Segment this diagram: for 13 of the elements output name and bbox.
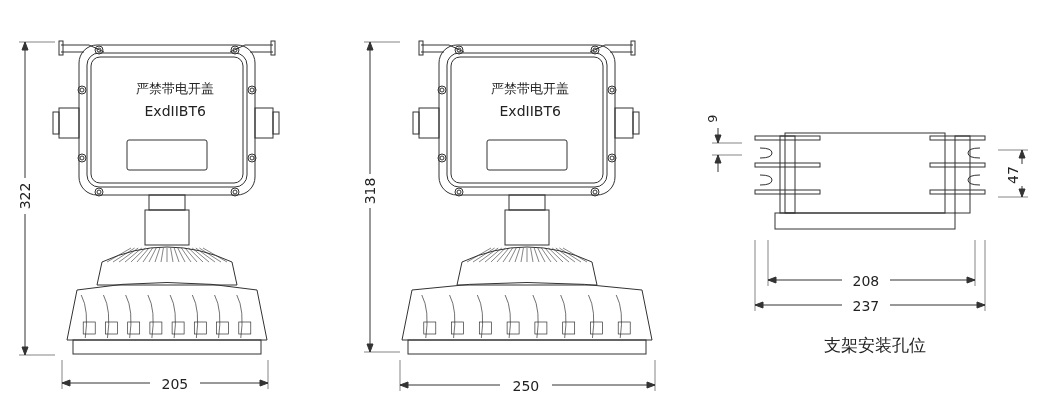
rating-text: ExdIIBT6 xyxy=(144,104,206,118)
dimension-text: 318 xyxy=(362,177,377,205)
warning-text: 严禁带电开盖 xyxy=(136,81,214,95)
dimension-text: 47 xyxy=(1005,166,1020,184)
caption: 支架安装孔位 xyxy=(824,336,926,354)
dimension-text: 250 xyxy=(512,379,540,393)
warning-text: 严禁带电开盖 xyxy=(491,81,569,95)
dimension-text: 237 xyxy=(852,299,880,313)
dimension-text: 9 xyxy=(705,113,719,123)
dimension-text: 208 xyxy=(852,274,880,288)
rating-text: ExdIIBT6 xyxy=(499,104,561,118)
dimension-text: 205 xyxy=(161,377,189,391)
dimension-text: 322 xyxy=(17,182,32,210)
